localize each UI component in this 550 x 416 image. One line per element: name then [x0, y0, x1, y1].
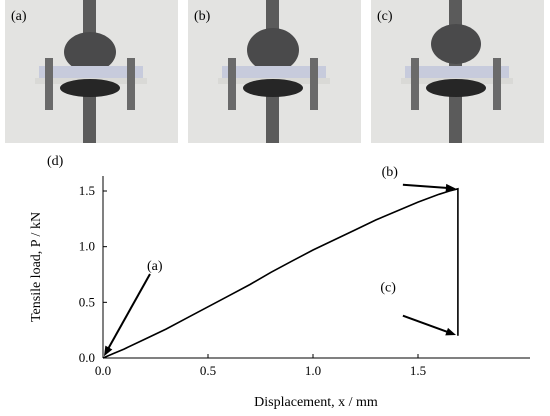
annotation-label: (b)	[382, 165, 399, 180]
y-tick-label: 0.5	[79, 294, 95, 309]
photo-label: (b)	[194, 9, 211, 24]
load-displacement-curve	[102, 187, 459, 359]
annotation-arrow	[402, 314, 449, 334]
y-tick-label: 0.0	[79, 350, 95, 365]
specimen-photo-a	[5, 0, 178, 143]
photo-panel-b: (b)	[188, 0, 361, 143]
annotation-arrowhead	[445, 183, 456, 192]
x-tick-label: 1.0	[305, 363, 321, 378]
annotation-arrowhead	[103, 345, 113, 357]
annotation-arrowhead	[445, 327, 457, 336]
x-tick-label: 0.0	[95, 363, 111, 378]
photo-panel-c: (c)	[371, 0, 544, 143]
y-axis-label: Tensile load, P / kN	[29, 212, 44, 322]
specimen-photo-c	[371, 0, 544, 143]
x-axis-label: Displacement, x / mm	[254, 395, 378, 410]
annotation-label: (c)	[380, 281, 396, 296]
photo-label: (a)	[11, 9, 27, 24]
photo-panel-a: (a)	[5, 0, 178, 143]
panel-label: (d)	[47, 154, 64, 169]
photo-label: (c)	[377, 9, 393, 24]
y-tick-label: 1.0	[79, 239, 95, 254]
specimen-photo-b	[188, 0, 361, 143]
load-displacement-chart: (d) 0.0 0.5 1.0 1.5 0.0 0.5 1.0 1.5 (a) (b) (c) D…	[29, 154, 530, 410]
annotation-label: (a)	[147, 259, 163, 274]
y-tick-label: 1.5	[79, 183, 95, 198]
annotation-arrow	[107, 273, 151, 350]
annotation-arrow	[402, 183, 448, 190]
x-tick-label: 1.5	[410, 363, 426, 378]
x-tick-label: 0.5	[200, 363, 216, 378]
